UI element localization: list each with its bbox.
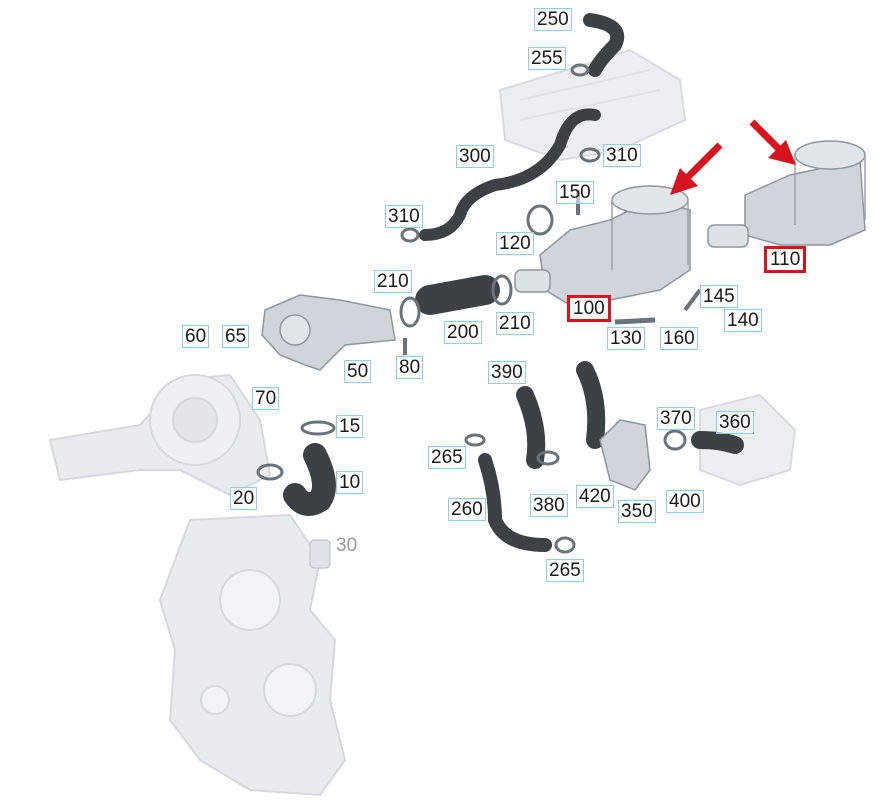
hose-300 <box>419 108 601 241</box>
label-130: 130 <box>607 327 645 350</box>
label-265: 265 <box>546 559 584 582</box>
hose-260 <box>478 453 552 552</box>
label-110-highlighted: 110 <box>764 246 807 273</box>
label-70: 70 <box>252 387 280 410</box>
label-65: 65 <box>222 325 250 348</box>
label-400: 400 <box>666 490 704 513</box>
label-15: 15 <box>336 415 364 438</box>
label-420: 420 <box>576 485 614 508</box>
highlight-arrows <box>670 119 796 195</box>
label-300: 300 <box>456 145 494 168</box>
label-310: 310 <box>385 205 423 228</box>
label-360: 360 <box>716 411 754 434</box>
hose-200 <box>415 275 500 315</box>
label-255: 255 <box>528 47 566 70</box>
label-200: 200 <box>444 321 482 344</box>
water-pump-housing <box>48 373 272 497</box>
pipe-30 <box>309 539 331 569</box>
label-160: 160 <box>660 327 698 350</box>
label-50: 50 <box>344 360 372 383</box>
label-380: 380 <box>530 494 568 517</box>
thermostat-housing-110 <box>707 140 866 248</box>
label-120: 120 <box>496 232 534 255</box>
label-250: 250 <box>534 8 572 31</box>
thermostat-housing-100 <box>514 185 691 306</box>
hose-390b <box>576 361 606 449</box>
label-210: 210 <box>374 270 412 293</box>
label-20: 20 <box>230 487 258 510</box>
label-10: 10 <box>336 471 364 494</box>
label-60: 60 <box>182 325 210 348</box>
hoses <box>283 13 744 552</box>
hose-10 <box>283 443 336 516</box>
label-145: 145 <box>700 285 738 308</box>
label-260: 260 <box>448 498 486 521</box>
label-80: 80 <box>396 356 424 379</box>
hose-250 <box>583 13 625 77</box>
label-210: 210 <box>496 312 534 335</box>
engine-timing-cover <box>158 513 347 797</box>
label-150: 150 <box>556 181 594 204</box>
label-140: 140 <box>724 309 762 332</box>
label-100-highlighted: 100 <box>567 295 611 322</box>
coolant-flange-50 <box>261 294 396 371</box>
coolant-valve-350 <box>599 419 651 491</box>
label-310: 310 <box>603 144 641 167</box>
label-350: 350 <box>618 500 656 523</box>
label-370: 370 <box>657 407 695 430</box>
label-265: 265 <box>428 446 466 469</box>
label-390: 390 <box>488 361 526 384</box>
hose-360 <box>691 431 744 454</box>
hose-390a <box>516 386 546 469</box>
label-30: 30 <box>336 535 358 556</box>
